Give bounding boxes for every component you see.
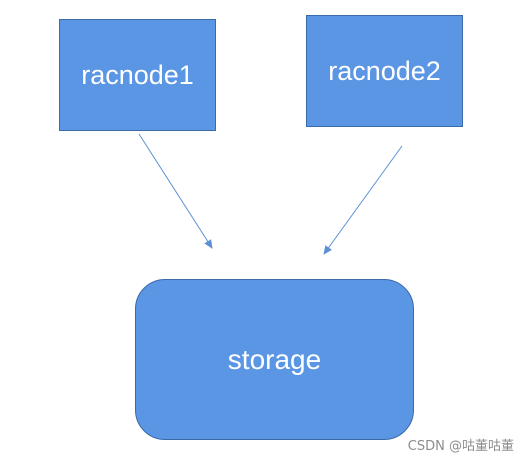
node-racnode2-label: racnode2 [328,55,441,86]
watermark: CSDN @咕董咕董 [407,439,514,454]
arrow-racnode1-to-storage [138,133,213,249]
node-storage: storage [135,279,414,440]
node-racnode1: racnode1 [59,19,216,131]
node-racnode1-label: racnode1 [81,59,194,90]
node-storage-label: storage [227,343,322,375]
node-racnode2: racnode2 [306,15,463,127]
arrow-racnode2-to-storage [323,145,403,255]
